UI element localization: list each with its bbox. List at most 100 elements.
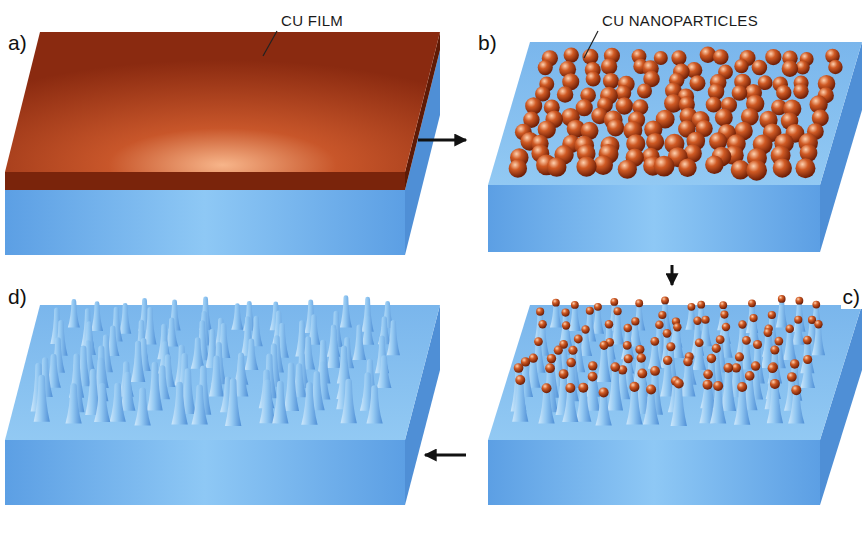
pillar [191,337,205,368]
pillar [340,295,352,327]
panel-label: d) [6,285,29,309]
cu-cap [578,383,588,393]
cu-nanoparticles [509,46,843,180]
part-label: CU FILM [279,12,345,30]
cu-cap [554,346,563,355]
cu-cap [751,361,760,370]
cu-nanoparticle [637,83,652,98]
cu-cap [566,358,575,367]
cu-cap [712,344,721,353]
capped-pillar [788,385,804,423]
capped-pillar [575,383,591,422]
capped-pillar [800,355,815,388]
cu-cap [536,308,544,316]
substrate-with-film [5,32,440,255]
cu-nanoparticle [793,84,808,99]
capped-pillar [783,324,796,360]
cu-cap [693,316,701,324]
cu-cap [600,341,609,350]
cu-cap [534,337,543,346]
cu-cap [764,328,773,337]
cu-cap [561,308,569,316]
cu-cap [586,307,594,315]
capped-pillar [671,379,687,426]
cu-cap [624,324,632,332]
cu-cap [770,345,779,354]
cu-cap [599,387,609,397]
pillar [377,355,392,388]
capped-pillar [767,379,783,423]
cu-cap [738,320,746,328]
pillar [272,381,288,424]
pillar [144,307,157,344]
capped-pillar [512,375,528,422]
cu-cap [624,354,633,363]
process-arrow [671,265,674,285]
substrate-block [5,295,440,505]
cu-cap [568,346,577,355]
process-panel: d) [0,285,425,513]
cu-nanoparticle [705,155,724,174]
pillar [341,379,357,423]
substrate-block [488,295,862,505]
cu-cap [812,301,820,309]
cu-cap [795,297,803,305]
substrate-top [488,305,862,440]
cu-nanoparticle [713,49,729,65]
panel-label: a) [6,31,29,55]
capped-pillar [710,381,726,423]
cu-nanoparticle [671,50,686,65]
cu-nanoparticle [586,71,601,86]
substrate-front [5,440,405,505]
cu-cap [545,363,555,373]
pillar [91,301,103,331]
process-arrow [425,454,466,457]
cu-cap [514,363,524,373]
substrate-front [5,190,405,255]
cu-cap [703,370,713,380]
cu-cap [695,338,704,347]
capped-pillar [538,383,554,423]
pillar [259,380,275,424]
bare-pillars [31,295,400,426]
cu-cap [803,355,812,364]
pillar [34,375,50,422]
cu-cap [581,325,589,333]
cu-cap [661,297,669,305]
cu-nanoparticle [576,157,596,177]
cu-cap [515,375,525,385]
cu-cap [768,311,776,319]
cu-cap [803,336,812,345]
process-panel: a) [0,25,418,265]
cu-cap [565,383,575,393]
cu-nanoparticle [752,60,768,76]
cu-cap [716,335,725,344]
cu-cap [666,342,675,351]
process-panel: b) [466,25,865,265]
cu-cap [683,357,692,366]
cu-nanoparticle [765,49,781,65]
cu-nanoparticle [828,60,842,74]
cu-cap [723,363,733,373]
cu-cap [745,371,755,381]
cu-cap [719,301,727,309]
pillar [366,385,382,423]
cu-cap [770,379,780,389]
cu-cap [778,295,786,303]
capped-pillar [611,307,624,344]
cu-cap [635,345,644,354]
substrate-top [488,42,862,185]
cu-nanoparticle [564,47,579,62]
leader-line [584,31,598,58]
cu-cap [562,321,570,329]
cu-cap [594,303,602,311]
cu-cap [750,314,758,322]
cu-cap [629,382,639,392]
cu-cap [742,336,751,345]
pillar [244,339,258,370]
cu-nanoparticle [607,119,624,136]
cu-cap [637,369,647,379]
substrate-front [488,185,820,252]
